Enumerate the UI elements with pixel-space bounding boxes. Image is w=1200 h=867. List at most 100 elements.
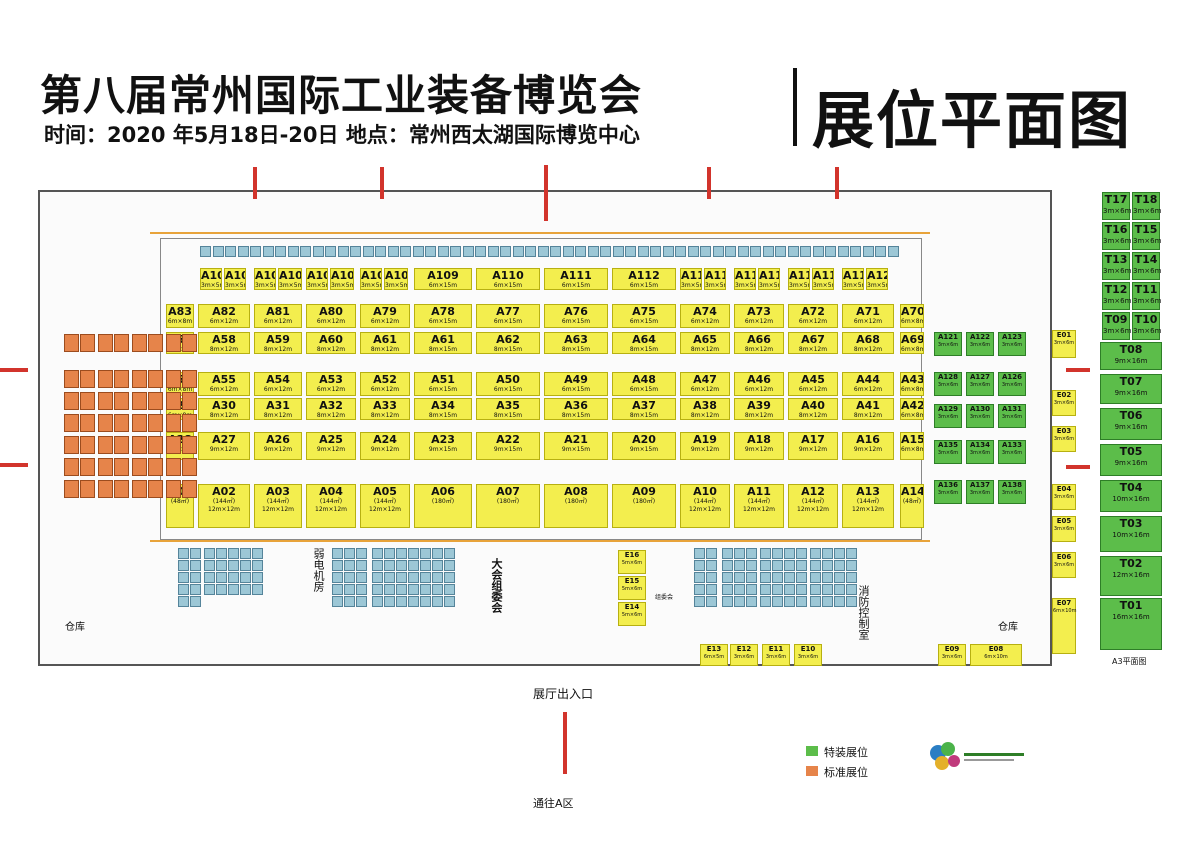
booth-a07[interactable]: A07(180㎡) [476,484,540,528]
standard-booth[interactable] [746,548,757,559]
standard-booth[interactable] [166,480,181,498]
standard-booth[interactable] [240,584,251,595]
standard-booth[interactable] [166,436,181,454]
standard-booth[interactable] [344,560,355,571]
standard-booth[interactable] [300,246,311,257]
standard-booth[interactable] [114,392,129,410]
standard-booth[interactable] [562,246,574,257]
standard-booth[interactable] [337,246,349,257]
standard-booth[interactable] [372,560,383,571]
standard-booth[interactable] [784,572,795,583]
standard-booth[interactable] [216,548,227,559]
booth-a118[interactable]: A1183m×5m [812,268,834,290]
standard-booth[interactable] [132,392,147,410]
standard-booth[interactable] [444,596,455,607]
standard-booth[interactable] [834,572,845,583]
standard-booth[interactable] [722,584,733,595]
standard-booth[interactable] [178,596,189,607]
standard-booth[interactable] [862,246,874,257]
standard-booth[interactable] [64,458,79,476]
standard-booth[interactable] [204,572,215,583]
standard-booth[interactable] [228,548,239,559]
standard-booth[interactable] [182,480,197,498]
standard-booth[interactable] [822,584,833,595]
standard-booth[interactable] [746,572,757,583]
standard-booth[interactable] [784,584,795,595]
standard-booth[interactable] [132,480,147,498]
standard-booth[interactable] [796,584,807,595]
booth-a08[interactable]: A08(180㎡) [544,484,608,528]
standard-booth[interactable] [80,370,95,388]
standard-booth[interactable] [587,246,599,257]
standard-booth[interactable] [275,246,286,257]
standard-booth[interactable] [694,572,705,583]
standard-booth[interactable] [98,436,113,454]
standard-booth[interactable] [444,572,455,583]
standard-booth[interactable] [846,596,857,607]
booth-a120[interactable]: A1203m×5m [866,268,888,290]
standard-booth[interactable] [216,560,227,571]
standard-booth[interactable] [694,560,705,571]
standard-booth[interactable] [575,246,586,257]
standard-booth[interactable] [706,572,717,583]
standard-booth[interactable] [712,246,724,257]
standard-booth[interactable] [425,246,436,257]
standard-booth[interactable] [200,246,211,257]
standard-booth[interactable] [784,560,795,571]
standard-booth[interactable] [344,572,355,583]
standard-booth[interactable] [178,560,189,571]
standard-booth[interactable] [846,548,857,559]
standard-booth[interactable] [252,572,263,583]
standard-booth[interactable] [325,246,336,257]
standard-booth[interactable] [487,246,499,257]
standard-booth[interactable] [822,572,833,583]
standard-booth[interactable] [228,560,239,571]
standard-booth[interactable] [148,392,163,410]
standard-booth[interactable] [734,584,745,595]
standard-booth[interactable] [252,560,263,571]
standard-booth[interactable] [204,584,215,595]
standard-booth[interactable] [850,246,861,257]
standard-booth[interactable] [846,560,857,571]
standard-booth[interactable] [344,596,355,607]
standard-booth[interactable] [408,584,419,595]
standard-booth[interactable] [475,246,486,257]
standard-booth[interactable] [462,246,474,257]
standard-booth[interactable] [262,246,274,257]
standard-booth[interactable] [228,572,239,583]
standard-booth[interactable] [178,572,189,583]
standard-booth[interactable] [775,246,786,257]
standard-booth[interactable] [344,584,355,595]
standard-booth[interactable] [190,584,201,595]
